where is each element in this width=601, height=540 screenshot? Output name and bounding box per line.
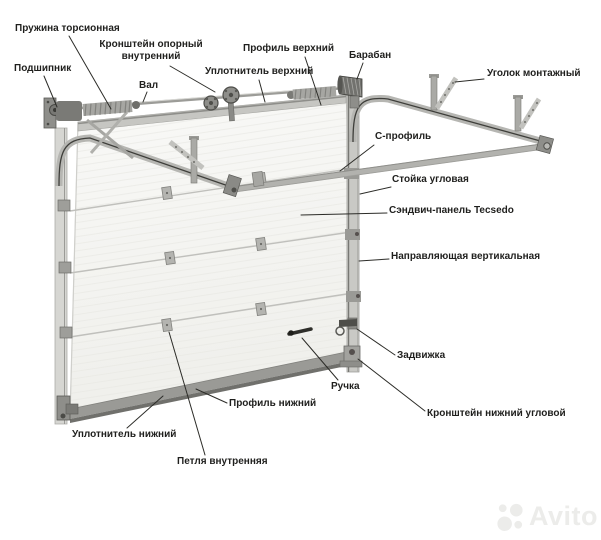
- panel-seams: [69, 168, 354, 338]
- ceiling-hanger-1: [429, 74, 459, 111]
- label-torsion-spring: Пружина торсионная: [15, 23, 120, 34]
- leader-hinge-inner: [168, 331, 206, 456]
- label-drum: Барабан: [349, 50, 392, 61]
- bottom-right-bracket: [339, 345, 363, 368]
- leader-guide-vertical: [358, 258, 390, 262]
- leader-handle: [301, 337, 339, 381]
- door-handle: [287, 327, 313, 336]
- leader-seal-bottom: [126, 395, 164, 429]
- cable-drum: [337, 75, 363, 109]
- leader-latch: [356, 328, 396, 356]
- torsion-spring-left: [56, 100, 140, 121]
- avito-logo-icon: [497, 503, 523, 532]
- avito-watermark-text: Avito: [529, 500, 598, 531]
- leader-seal-top: [258, 79, 266, 103]
- track-junction-bracket: [222, 174, 242, 198]
- label-bottom-profile: Профиль нижний: [229, 398, 317, 409]
- leader-spring: [68, 35, 112, 110]
- right-horizontal-track: [349, 95, 545, 146]
- leader-c-profile: [339, 144, 375, 172]
- ceiling-hanger-2: [513, 95, 542, 132]
- label-inner-hinge: Петля внутренняя: [177, 456, 268, 467]
- ceiling-hanger-left: [168, 136, 205, 184]
- c-profile-beam: [235, 142, 547, 193]
- torsion-spring-right: [287, 86, 337, 100]
- label-support-bracket: Кронштейн опорный внутренний: [99, 39, 203, 62]
- bottom-profile: [69, 349, 357, 423]
- label-bearing: Подшипник: [14, 63, 72, 74]
- label-sandwich-panel: Сэндвич-панель Tecsedo: [389, 205, 514, 216]
- center-support-bracket: [203, 86, 240, 122]
- leader-corner-post: [359, 186, 392, 195]
- track-end-bracket: [535, 134, 555, 154]
- label-c-profile: С-профиль: [375, 131, 432, 142]
- corner-x-braces: [86, 111, 134, 160]
- left-horizontal-track: [55, 134, 239, 193]
- leader-lines: [43, 35, 485, 456]
- label-latch: Задвижка: [397, 350, 446, 361]
- bottom-left-bracket: [56, 395, 79, 421]
- label-bottom-bracket: Кронштейн нижний угловой: [427, 408, 566, 419]
- leader-profile-bottom: [195, 388, 228, 404]
- leader-bracket-support: [169, 65, 216, 93]
- leader-sandwich: [300, 212, 388, 216]
- leader-bracket-bottom: [357, 358, 426, 412]
- avito-watermark: Avito: [494, 496, 598, 536]
- label-mounting-angle: Уголок монтажный: [487, 68, 581, 79]
- leader-shaft: [142, 91, 148, 103]
- leader-bearing: [43, 75, 58, 108]
- label-bottom-seal: Уплотнитель нижний: [72, 429, 177, 440]
- latch-hardware: [335, 317, 358, 336]
- label-top-seal: Уплотнитель верхний: [205, 66, 314, 77]
- label-vertical-guide: Направляющая вертикальная: [391, 251, 541, 262]
- label-handle: Ручка: [331, 381, 360, 392]
- door-panel: [69, 94, 357, 423]
- label-top-profile: Профиль верхний: [243, 43, 335, 54]
- leader-drum: [356, 62, 364, 80]
- label-shaft: Вал: [139, 80, 159, 91]
- left-corner-post: [54, 127, 73, 425]
- leader-angle-mount: [454, 78, 485, 83]
- leader-profile-top: [304, 56, 322, 106]
- label-corner-post: Стойка угловая: [392, 174, 469, 185]
